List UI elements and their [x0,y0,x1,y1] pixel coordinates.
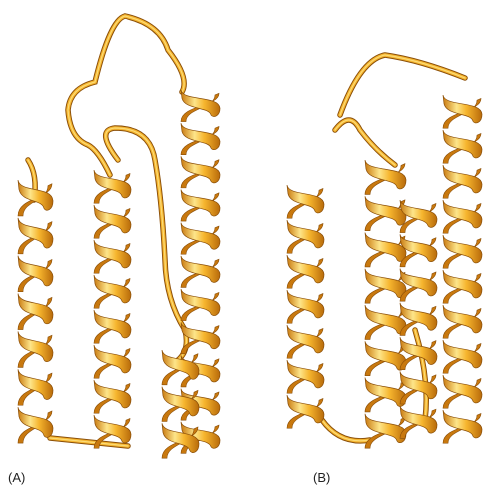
panel-a-top-loop [68,16,184,175]
panel-a-helix-1 [18,180,53,443]
panel-a-label: (A) [8,470,25,485]
panel-a-top-loop-edge [68,16,184,175]
panel-b-helix-3 [400,200,437,438]
panel-a-top-loop-highlight [68,16,184,175]
panel-a-structure [18,16,220,458]
panel-b-label: (B) [313,470,330,485]
panel-a-bottom-loop-highlight [50,438,128,446]
panel-b-bottom-loop [322,420,370,441]
panel-b-helix-1 [287,185,324,428]
panel-a-helix-2 [94,170,131,448]
panel-b-upper-loop-highlight [335,120,395,165]
panel-a-helix-4 [162,350,199,458]
panel-b-helix-4 [443,95,482,443]
panel-b-structure [287,55,482,448]
